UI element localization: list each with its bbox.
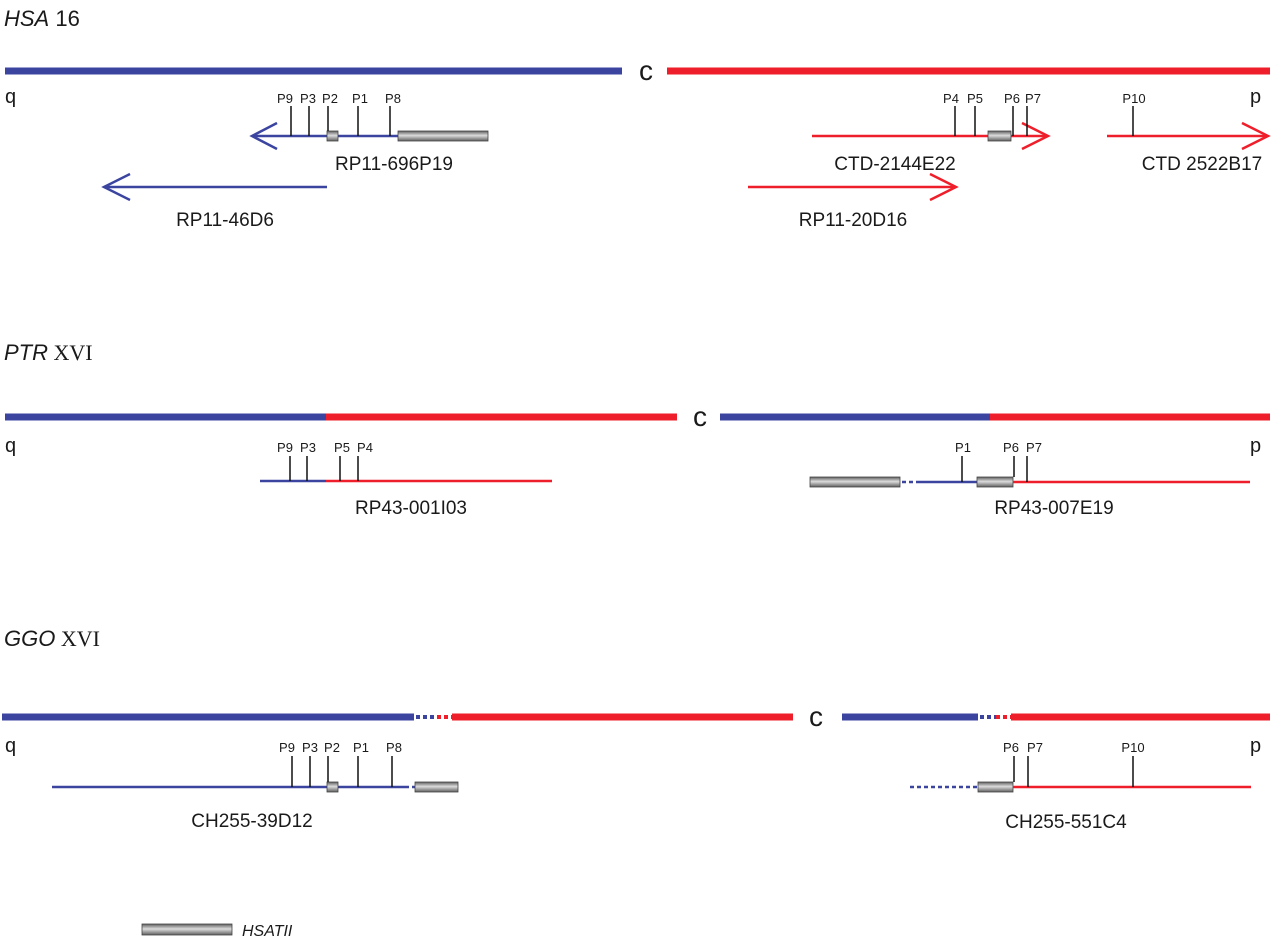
panel-title-ptr: PTR XVI <box>4 340 93 365</box>
clone-label: CTD-2144E22 <box>834 154 955 175</box>
probe-label: P8 <box>386 740 402 755</box>
panel-ptr-xvi: PTR XVI c q p P9 P3 P5 P4 RP43-001I03 <box>4 340 1270 519</box>
probe-label: P6 <box>1004 91 1020 106</box>
probe-label: P1 <box>955 440 971 455</box>
arm-label-q-hsa16: q <box>5 86 16 108</box>
probe-label: P7 <box>1025 91 1041 106</box>
probe-label: P6 <box>1003 440 1019 455</box>
hsatii-block <box>976 476 1014 488</box>
hsatii-bar-icon <box>141 923 233 936</box>
hsatii-block <box>809 476 901 488</box>
probe-label: P3 <box>302 740 318 755</box>
clone-rp11-696p19: P9 P3 P2 P1 P8 RP11-696P19 <box>249 91 489 175</box>
probe-label: P4 <box>943 91 959 106</box>
panel-hsa16: HSA 16 c q p P9 P3 P2 P1 P8 RP11-696P19 <box>4 6 1271 231</box>
hsatii-block <box>414 781 459 793</box>
clone-rp43-007e19: P1 P6 P7 RP43-007E19 <box>809 440 1250 519</box>
clone-label: RP11-46D6 <box>176 210 274 231</box>
probe-label: P1 <box>353 740 369 755</box>
hsatii-block <box>326 130 339 142</box>
clone-ch255-39d12: P9 P3 P2 P1 P8 CH255-39D12 <box>52 740 459 832</box>
clone-rp43-001i03: P9 P3 P5 P4 RP43-001I03 <box>260 440 552 519</box>
arm-label-p-ptr: p <box>1250 435 1261 457</box>
centromere-label-ggo: c <box>809 701 823 732</box>
probe-label: P3 <box>300 440 316 455</box>
probe-label: P10 <box>1122 91 1145 106</box>
probe-label: P10 <box>1121 740 1144 755</box>
probe-label: P9 <box>279 740 295 755</box>
clone-ch255-551c4: P6 P7 P10 CH255-551C4 <box>910 740 1251 833</box>
centromere-label-ptr: c <box>693 401 707 432</box>
probe-label: P7 <box>1026 440 1042 455</box>
centromere-label-hsa16: c <box>639 55 653 86</box>
probe-label: P1 <box>352 91 368 106</box>
hsatii-block <box>397 130 489 142</box>
legend-label-hsatii: HSATII <box>242 923 293 937</box>
arm-label-p-ggo: p <box>1250 735 1261 757</box>
legend: HSATII <box>141 923 293 937</box>
clone-label: RP11-696P19 <box>335 154 453 175</box>
arm-label-q-ggo: q <box>5 735 16 757</box>
clone-ctd-2522b17: P10 CTD 2522B17 <box>1107 91 1271 175</box>
hsatii-block <box>326 781 339 793</box>
clone-label: RP43-001I03 <box>355 498 467 519</box>
panel-ggo-xvi: GGO XVI c q p P9 P3 P2 P1 P8 CH <box>2 626 1270 833</box>
panel-title-ggo: GGO XVI <box>4 626 100 651</box>
probe-label: P3 <box>300 91 316 106</box>
probe-label: P8 <box>385 91 401 106</box>
clone-label: RP11-20D16 <box>799 210 907 231</box>
clone-label: CH255-551C4 <box>1005 812 1127 833</box>
probe-label: P9 <box>277 440 293 455</box>
arm-label-q-ptr: q <box>5 435 16 457</box>
probe-label: P4 <box>357 440 373 455</box>
arm-label-p-hsa16: p <box>1250 86 1261 108</box>
clone-rp11-20d16: RP11-20D16 <box>748 172 959 231</box>
clone-label: RP43-007E19 <box>994 498 1113 519</box>
probe-label: P5 <box>334 440 350 455</box>
hsatii-block <box>987 130 1012 142</box>
probe-label: P5 <box>967 91 983 106</box>
clone-label: CH255-39D12 <box>191 811 312 832</box>
clone-label: CTD 2522B17 <box>1142 154 1262 175</box>
probe-label: P7 <box>1027 740 1043 755</box>
hsatii-block <box>977 781 1014 793</box>
probe-label: P6 <box>1003 740 1019 755</box>
clone-ctd-2144e22: P4 P5 P6 P7 CTD-2144E22 <box>812 91 1051 175</box>
probe-label: P2 <box>322 91 338 106</box>
panel-title-hsa16: HSA 16 <box>4 6 80 31</box>
clone-rp11-46d6: RP11-46D6 <box>101 172 327 231</box>
probe-label: P2 <box>324 740 340 755</box>
probe-label: P9 <box>277 91 293 106</box>
